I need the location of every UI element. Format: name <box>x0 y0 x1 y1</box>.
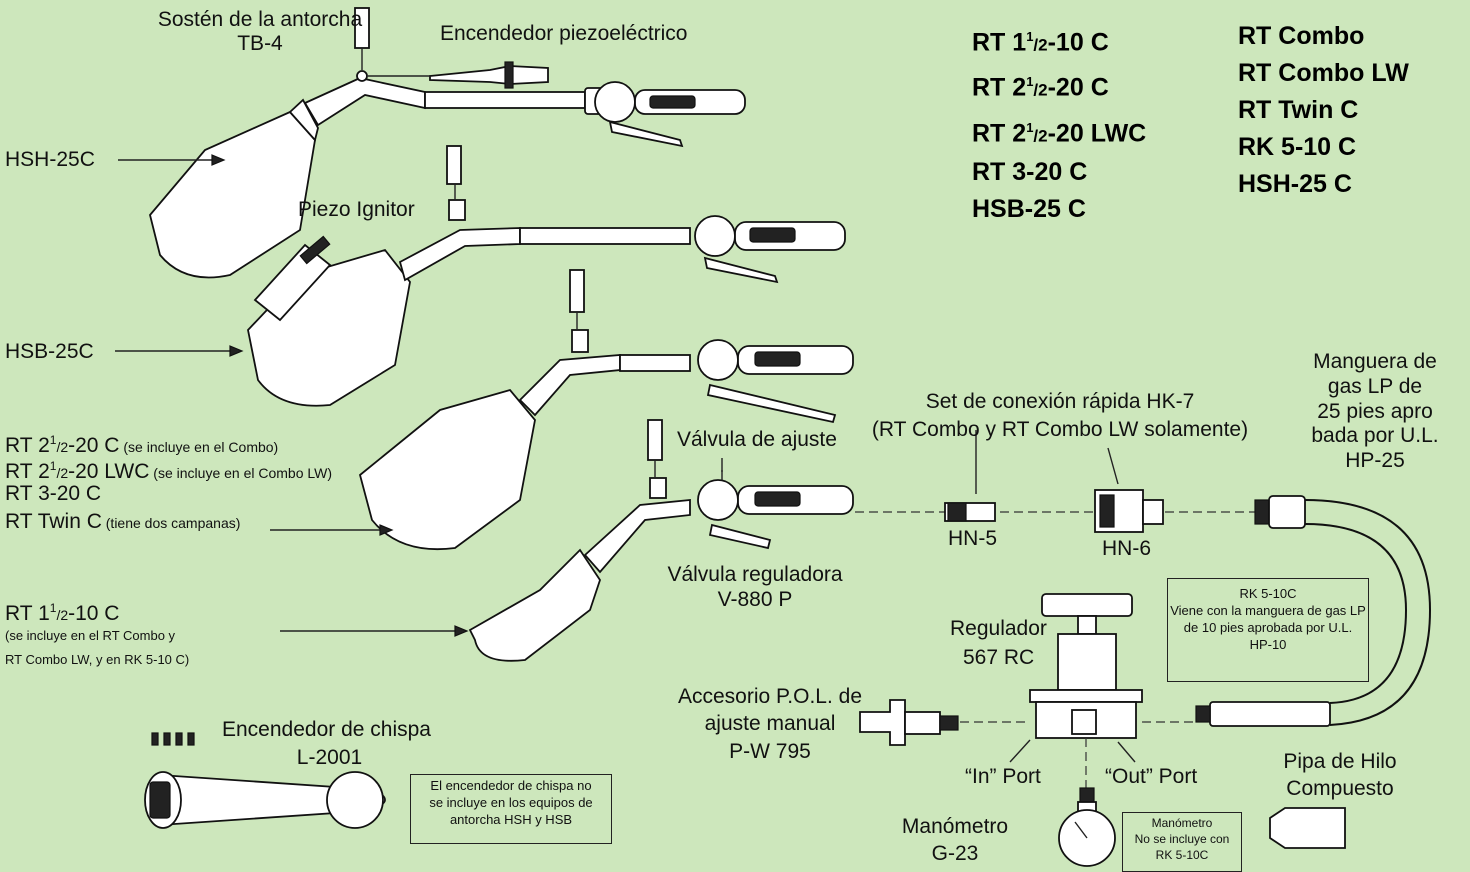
gauge-box-line: RK 5-10C <box>1123 847 1241 863</box>
rk-kit-note-box: RK 5-10C Viene con la manguera de gas LP… <box>1167 578 1369 682</box>
rk-box-line: RK 5-10C <box>1168 585 1368 602</box>
spark-box-line: antorcha HSH y HSB <box>411 811 611 828</box>
label-hk7-2: (RT Combo y RT Combo LW solamente) <box>850 418 1270 442</box>
label-tb4-line2: TB-4 <box>130 32 390 56</box>
label-out-port: “Out” Port <box>1105 765 1197 789</box>
label-hsh-left: HSH-25C <box>5 148 95 172</box>
model-item: RT 21/2-20 C <box>972 63 1146 108</box>
label-hn5: HN-5 <box>948 527 997 551</box>
label-pol-3: P-W 795 <box>670 740 870 764</box>
model-item: HSB-25 C <box>972 191 1146 228</box>
label-rt-twin-c: RT Twin C (tiene dos campanas) <box>5 510 240 535</box>
label-regulator-2: 567 RC <box>963 646 1034 670</box>
label-spark-2: L-2001 <box>222 746 437 770</box>
pipe-compound <box>1270 808 1345 848</box>
label-rt-1-10c-note1: (se incluye en el RT Combo y <box>5 628 175 644</box>
label-spark-1: Encendedor de chispa <box>222 718 431 742</box>
model-list-col2: RT Combo RT Combo LW RT Twin C RK 5-10 C… <box>1238 18 1409 203</box>
label-pol-2: ajuste manual <box>670 712 870 736</box>
spark-note-box: El encendedor de chispa no se incluye en… <box>410 774 612 844</box>
gauge-box-line: No se incluye con <box>1123 831 1241 847</box>
model-item: RT 21/2-20 LWC <box>972 109 1146 154</box>
label-gauge-1: Manómetro <box>880 815 1030 839</box>
label-rt-1-10c: RT 11/2-10 C <box>5 596 119 627</box>
spark-box-line: El encendedor de chispa no <box>411 777 611 794</box>
label-rt-1-10c-note2: RT Combo LW, y en RK 5-10 C) <box>5 652 189 668</box>
gauge-g23 <box>1059 788 1115 866</box>
label-in-port: “In” Port <box>965 765 1041 789</box>
rk-box-line: Viene con la manguera de gas LP <box>1168 602 1368 619</box>
label-pipe-2: Compuesto <box>1265 777 1415 801</box>
model-item: RK 5-10 C <box>1238 129 1409 166</box>
label-gauge-2: G-23 <box>880 842 1030 866</box>
model-item: RT Twin C <box>1238 92 1409 129</box>
label-hose-3: 25 pies apro <box>1290 400 1460 424</box>
model-item: RT 11/2-10 C <box>972 18 1146 63</box>
label-valve-reg-1: Válvula reguladora <box>650 563 860 587</box>
label-tb4-line1: Sostén de la antorcha <box>130 8 390 32</box>
label-hn6: HN-6 <box>1102 537 1151 561</box>
label-hose-5: HP-25 <box>1290 449 1460 473</box>
model-item: RT 3-20 C <box>972 154 1146 191</box>
model-list-col1: RT 11/2-10 C RT 21/2-20 C RT 21/2-20 LWC… <box>972 18 1146 228</box>
label-hose-4: bada por U.L. <box>1290 424 1460 448</box>
label-valve-adjust: Válvula de ajuste <box>677 428 837 452</box>
label-hose-2: gas LP de <box>1290 375 1460 399</box>
label-piezo-en: Piezo Ignitor <box>298 198 415 222</box>
model-item: HSH-25 C <box>1238 166 1409 203</box>
label-hose-1: Manguera de <box>1290 350 1460 374</box>
model-item: RT Combo <box>1238 18 1409 55</box>
model-item: RT Combo LW <box>1238 55 1409 92</box>
rk-box-line: de 10 pies aprobada por U.L. <box>1168 619 1368 636</box>
label-piezo-es: Encendedor piezoeléctrico <box>440 22 688 46</box>
label-regulator-1: Regulador <box>950 617 1047 641</box>
label-pol-1: Accesorio P.O.L. de <box>660 685 880 709</box>
label-rt-3-20c: RT 3-20 C <box>5 482 101 506</box>
label-hk7-1: Set de conexión rápida HK-7 <box>860 390 1260 414</box>
gauge-note-box: Manómetro No se incluye con RK 5-10C <box>1122 812 1242 872</box>
label-valve-reg-2: V-880 P <box>650 588 860 612</box>
spark-box-line: se incluye en los equipos de <box>411 794 611 811</box>
gauge-box-line: Manómetro <box>1123 815 1241 831</box>
label-pipe-1: Pipa de Hilo <box>1265 750 1415 774</box>
rk-box-line: HP-10 <box>1168 636 1368 653</box>
label-hsb-left: HSB-25C <box>5 340 94 364</box>
label-rt-2-20lwc: RT 21/2-20 LWC (se incluye en el Combo L… <box>5 454 332 485</box>
